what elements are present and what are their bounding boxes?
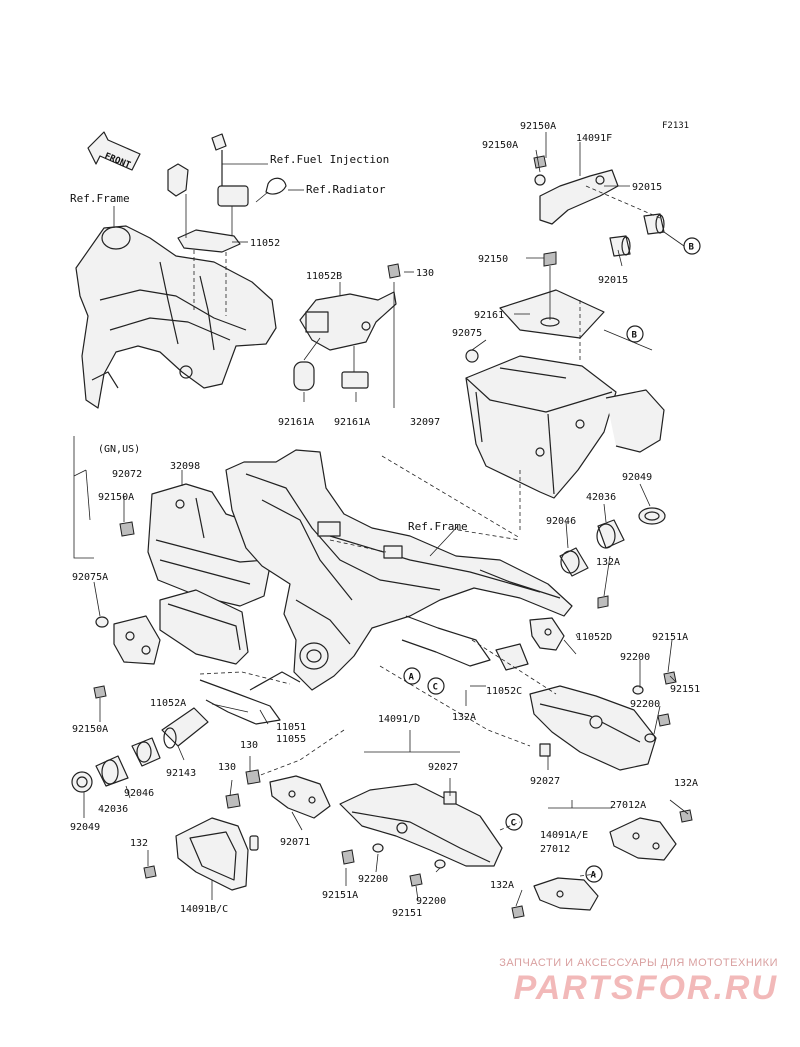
part-label: 92027 <box>530 776 560 787</box>
callout-b-mid: B <box>626 325 644 343</box>
part-label: 92150A <box>98 492 134 503</box>
part-label: 92161A <box>334 417 370 428</box>
callout-b-top: B <box>683 237 701 255</box>
part-label: 32097 <box>410 417 440 428</box>
part-label: 92161A <box>278 417 314 428</box>
part-label: 32098 <box>170 461 200 472</box>
part-label: 130 <box>240 740 258 751</box>
part-label: 11052B <box>306 271 342 282</box>
leader-lines <box>83 132 689 907</box>
part-label: 11055 <box>276 734 306 745</box>
part-label: 92049 <box>70 822 100 833</box>
part-label: 92072 <box>112 469 142 480</box>
part-label: 42036 <box>586 492 616 503</box>
diagram-labels: F2131 Ref.Fuel Injection Ref.Radiator Re… <box>70 121 700 919</box>
bracket-14091f <box>533 155 685 257</box>
part-label: 92143 <box>166 768 196 779</box>
part-label: 92075A <box>72 572 108 583</box>
part-label: 132A <box>674 778 698 789</box>
part-label: 14091A/E <box>540 830 588 841</box>
part-label: 92015 <box>598 275 628 286</box>
side-box-32098 <box>73 436 273 699</box>
part-label: 27012 <box>540 844 570 855</box>
battery-case <box>465 251 665 499</box>
front-arrow-icon: FRONT <box>87 131 141 171</box>
watermark: ЗАПЧАСТИ И АКСЕССУАРЫ ДЛЯ МОТОТЕХНИКИ PA… <box>499 957 778 1007</box>
part-label: 11052A <box>150 698 186 709</box>
bracket-27012a <box>609 809 693 861</box>
svg-text:C: C <box>511 819 516 829</box>
variant-note: (GN,US) <box>98 444 140 455</box>
left-spacer-set <box>71 707 209 793</box>
part-label: 92150A <box>482 140 518 151</box>
part-label: 92027 <box>428 762 458 773</box>
callout-c-mid: C <box>427 677 445 695</box>
part-label: 92150A <box>520 121 556 132</box>
part-label: 14091B/C <box>180 904 228 915</box>
ref-frame-mid: Ref.Frame <box>408 520 468 533</box>
main-frame <box>199 449 573 725</box>
callout-a-mid: A <box>403 667 421 685</box>
callout-a-low: A <box>585 865 603 883</box>
part-label: 11052D <box>576 632 612 643</box>
part-label: 92150 <box>478 254 508 265</box>
part-label: 92151 <box>392 908 422 919</box>
part-label: 132A <box>452 712 476 723</box>
svg-text:A: A <box>409 673 415 683</box>
part-label: 92151A <box>322 890 358 901</box>
svg-text:B: B <box>689 243 695 253</box>
part-label: 132A <box>490 880 514 891</box>
part-label: 11052 <box>250 238 280 249</box>
cover-14091-d <box>339 783 503 887</box>
bracket-92071 <box>225 769 331 851</box>
part-label: 42036 <box>98 804 128 815</box>
bracket-11052b <box>293 263 401 391</box>
part-label: 92046 <box>546 516 576 527</box>
cover-14091b-c <box>143 817 249 891</box>
bracket-11052d <box>495 617 577 671</box>
part-label: 14091F <box>576 133 612 144</box>
part-label: 92161 <box>474 310 504 321</box>
part-label: 130 <box>416 268 434 279</box>
watermark-brand: PARTSFOR.RU <box>513 969 778 1007</box>
bracket-bottom-a <box>511 877 599 919</box>
part-label: 92046 <box>124 788 154 799</box>
part-label: 92075 <box>452 328 482 339</box>
frame-front-section <box>75 225 277 409</box>
part-label: 11051 <box>276 722 306 733</box>
part-label: 92200 <box>620 652 650 663</box>
part-label: 92200 <box>358 874 388 885</box>
part-label: 92049 <box>622 472 652 483</box>
part-label: 132 <box>130 838 148 849</box>
ref-fuel-injection: Ref.Fuel Injection <box>270 153 389 166</box>
part-label: 92151A <box>652 632 688 643</box>
svg-text:B: B <box>632 331 638 341</box>
cover-14091a-e <box>529 671 677 771</box>
part-label: 92200 <box>416 896 446 907</box>
part-label: 130 <box>218 762 236 773</box>
callout-c-low: C <box>505 813 523 831</box>
part-label: 92151 <box>670 684 700 695</box>
part-label: 14091/D <box>378 714 420 725</box>
right-collar-set <box>559 507 666 609</box>
part-label: 132A <box>596 557 620 568</box>
ref-frame-top: Ref.Frame <box>70 192 130 205</box>
part-label: 92150A <box>72 724 108 735</box>
figure-code: F2131 <box>662 121 689 131</box>
part-label: 27012A <box>610 800 646 811</box>
part-label: 92015 <box>632 182 662 193</box>
part-label: 11052C <box>486 686 522 697</box>
sensor-bracket-assembly <box>167 133 287 316</box>
part-label: 92200 <box>630 699 660 710</box>
part-label: 92071 <box>280 837 310 848</box>
watermark-subtitle: ЗАПЧАСТИ И АКСЕССУАРЫ ДЛЯ МОТОТЕХНИКИ <box>499 957 778 969</box>
ref-radiator: Ref.Radiator <box>306 183 386 196</box>
svg-text:A: A <box>591 871 597 881</box>
svg-text:C: C <box>433 683 438 693</box>
